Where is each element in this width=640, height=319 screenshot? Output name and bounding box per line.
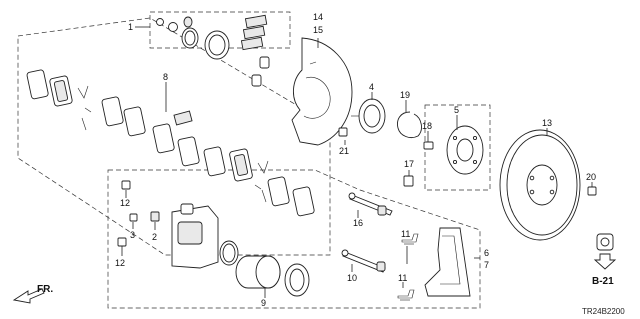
piston-boot (284, 263, 310, 297)
pad-kit-group-box (17, 17, 331, 256)
pad-clips (397, 233, 419, 301)
diagram-code: TR24B2200 (582, 307, 625, 316)
small-bolts (338, 127, 597, 196)
label-11-upper: 11 (401, 229, 410, 239)
label-7: 7 (484, 260, 489, 270)
label-2: 2 (152, 232, 157, 242)
label-8: 8 (163, 72, 168, 82)
part-labels: 1 8 14 15 4 19 5 13 18 17 21 20 16 10 11… (115, 12, 596, 308)
piston (235, 255, 281, 289)
label-11-lower: 11 (398, 273, 407, 283)
label-16: 16 (353, 218, 363, 228)
b21-arrow-icon (593, 253, 617, 270)
hub-bearing (351, 98, 386, 134)
label-5: 5 (454, 105, 459, 115)
front-hub (423, 125, 484, 175)
hardware-kit-box (149, 11, 291, 49)
caliper-body (171, 203, 219, 269)
label-4: 4 (369, 82, 374, 92)
brake-disc (499, 129, 581, 241)
label-10: 10 (347, 273, 357, 283)
hardware-kit (156, 14, 270, 87)
label-18: 18 (422, 121, 432, 131)
guide-pins (341, 192, 393, 273)
splash-shield (291, 37, 353, 146)
label-15: 15 (313, 25, 323, 35)
label-1: 1 (128, 22, 133, 32)
label-13: 13 (542, 118, 552, 128)
caliper-group-box (107, 169, 481, 309)
b21-reference[interactable]: B-21 (592, 253, 617, 287)
label-19: 19 (400, 90, 410, 100)
label-9: 9 (261, 298, 266, 308)
brake-pads (26, 69, 315, 217)
snap-ring (397, 111, 422, 139)
leader-lines (121, 26, 593, 298)
piston-seal (219, 240, 239, 266)
label-21: 21 (339, 146, 349, 156)
front-direction-marker: FR. (12, 284, 53, 304)
b21-nut (596, 233, 614, 251)
front-label: FR. (37, 284, 53, 295)
front-arrow-icon (12, 288, 45, 304)
caliper-bolts (117, 180, 160, 247)
label-12-lower: 12 (115, 258, 125, 268)
label-20: 20 (586, 172, 596, 182)
label-14: 14 (313, 12, 323, 22)
label-12-upper: 12 (120, 198, 130, 208)
caliper-bracket (424, 227, 471, 297)
label-6: 6 (484, 248, 489, 258)
label-17: 17 (404, 159, 414, 169)
label-3: 3 (130, 230, 135, 240)
b21-label: B-21 (592, 276, 614, 287)
hub-group-box (424, 104, 491, 191)
